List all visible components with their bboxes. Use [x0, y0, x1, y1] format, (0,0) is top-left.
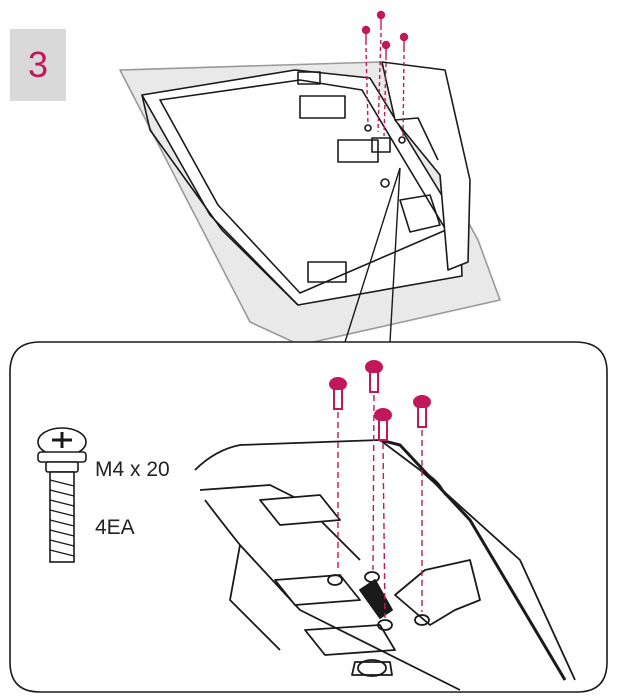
bracket-detail — [194, 438, 576, 691]
step-badge: 3 — [10, 29, 66, 101]
screw-spec-label: M4 x 20 — [95, 458, 170, 481]
screw-quantity-label: 4EA — [95, 516, 135, 539]
monitor-overview — [119, 61, 501, 346]
screw-icon — [376, 10, 386, 133]
screw-icon — [329, 377, 347, 572]
screw-icon — [374, 408, 392, 619]
screw-icon — [361, 25, 371, 127]
screw-icon — [365, 360, 383, 571]
screw-icon — [381, 40, 391, 137]
screw-icon — [413, 395, 431, 612]
screw-detail-icon — [37, 427, 87, 563]
top-screws — [361, 10, 409, 139]
screw-icon — [399, 32, 409, 139]
detail-screws — [329, 360, 431, 619]
stand-bracket — [381, 61, 471, 271]
zoom-callout — [344, 167, 401, 343]
step-number: 3 — [27, 44, 49, 85]
